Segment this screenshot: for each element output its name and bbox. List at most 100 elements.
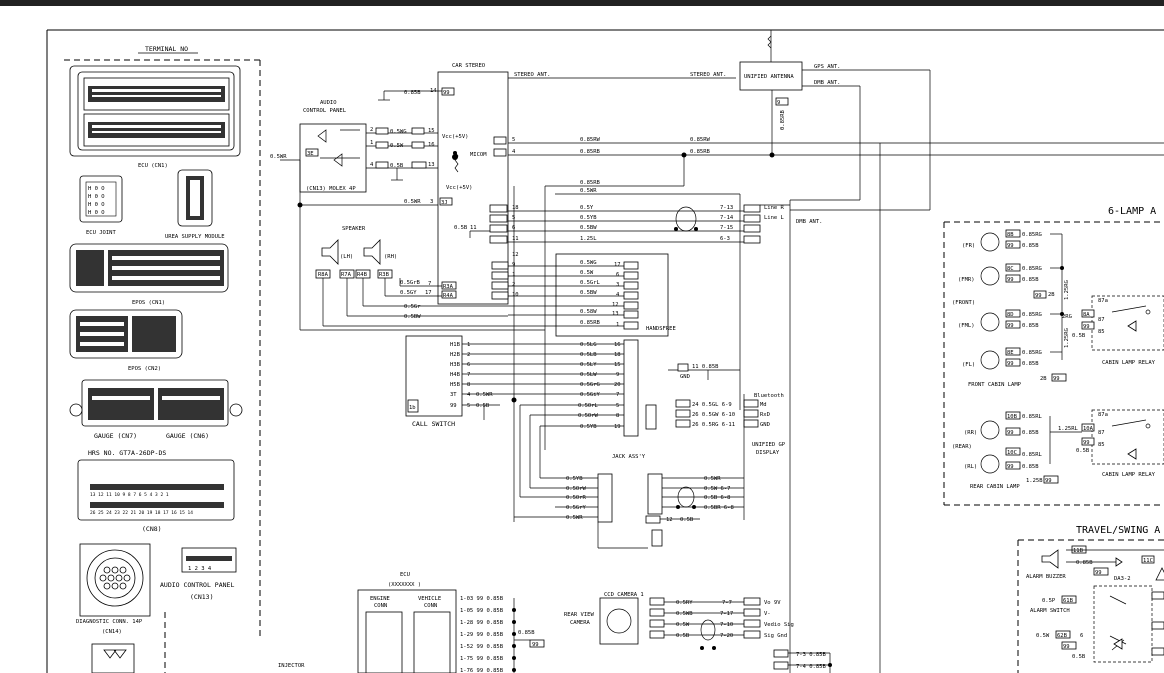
audio-panel-connector-label: AUDIO CONTROL PANEL xyxy=(160,581,234,589)
svg-text:26 0.5GW 6-10: 26 0.5GW 6-10 xyxy=(692,412,735,418)
alarm-switch-label: ALARM SWITCH xyxy=(1030,608,1070,614)
svg-text:8: 8 xyxy=(467,382,470,388)
wire-05wr: 0.5WR xyxy=(270,154,287,160)
svg-text:87a: 87a xyxy=(1098,298,1108,304)
svg-text:7: 7 xyxy=(467,372,470,378)
svg-text:3E: 3E xyxy=(307,151,314,157)
svg-text:0.5OrR: 0.5OrR xyxy=(566,495,587,501)
gauge-cn6-label: GAUGE (CN6) xyxy=(166,432,209,440)
wire-125rg: 1.25RG xyxy=(1064,280,1070,300)
svg-text:6: 6 xyxy=(467,362,470,368)
call-switch-label: CALL SWITCH xyxy=(412,420,455,428)
svg-text:H 0 O: H 0 O xyxy=(88,186,105,192)
wire-125rl: 1.25RL xyxy=(1058,426,1079,432)
svg-text:V-: V- xyxy=(764,611,771,617)
wire-05b-4: 0.5B xyxy=(1072,654,1086,660)
micom-label: MICOM xyxy=(470,152,487,158)
svg-text:6: 6 xyxy=(616,272,619,278)
svg-text:7-17: 7-17 xyxy=(720,611,733,617)
wire-05wr-3: 0.5WR xyxy=(580,188,597,194)
svg-text:7: 7 xyxy=(428,281,431,287)
six-lamp-label: 6-LAMP A xyxy=(1108,206,1156,217)
wire-05bw-3: 0.5BW xyxy=(404,314,421,320)
svg-text:2: 2 xyxy=(370,127,373,133)
wire-05orw: 0.5OrW xyxy=(578,413,599,419)
stereo-ant-label-2: STEREO ANT. xyxy=(690,72,726,78)
svg-text:0.85RG: 0.85RG xyxy=(1022,266,1042,272)
diagnostic-connector: DIAGNOSTIC CONN. 14P (CN14) xyxy=(76,543,151,673)
top-border xyxy=(0,0,1164,6)
wire-085rw-2: 0.85RW xyxy=(690,137,711,143)
lamp-fml-icon xyxy=(980,312,1000,332)
cn8-bottom-pins: 26 25 24 23 22 21 20 19 18 17 16 15 14 xyxy=(90,510,193,516)
wire-05grg: 0.5GrG xyxy=(580,382,600,388)
wire-05wb: 0.5WB xyxy=(676,611,693,617)
svg-text:Md: Md xyxy=(760,402,767,408)
svg-text:3T: 3T xyxy=(450,392,457,398)
line-l-label: Line L xyxy=(764,215,785,221)
svg-text:1: 1 xyxy=(467,342,470,348)
svg-text:8E: 8E xyxy=(1007,350,1014,356)
travel-swing-section: TRAVEL/SWING A ALARM BUZZER 11B 0.85B 99… xyxy=(1017,525,1164,673)
audio-label-1: AUDIO xyxy=(320,100,337,106)
svg-text:99: 99 xyxy=(1007,243,1014,249)
svg-text:H 0 O: H 0 O xyxy=(88,210,105,216)
ecu-joint-connector: H 0 O H 0 O H 0 O H 0 O ECU JOINT xyxy=(79,175,123,236)
svg-text:6: 6 xyxy=(1080,633,1083,639)
svg-text:87: 87 xyxy=(1098,317,1105,323)
wire-05grb: 0.5GrB xyxy=(400,280,421,286)
wire-125b: 1.25B xyxy=(1026,478,1043,484)
svg-text:8D: 8D xyxy=(1007,312,1014,318)
svg-text:5: 5 xyxy=(616,403,619,409)
wire-05p: 0.5P xyxy=(1042,598,1056,604)
svg-text:85: 85 xyxy=(1098,442,1105,448)
svg-text:99: 99 xyxy=(1007,277,1014,283)
car-stereo-label: CAR STEREO xyxy=(452,63,485,69)
svg-text:24 0.5GL 6-9: 24 0.5GL 6-9 xyxy=(692,402,732,408)
travel-swing-label: TRAVEL/SWING A xyxy=(1076,525,1160,536)
svg-text:2B: 2B xyxy=(1048,292,1055,298)
lamp-fl-icon xyxy=(980,350,1000,370)
svg-text:R7A: R7A xyxy=(341,272,352,278)
cn8-top-pins: 13 12 11 10 9 8 7 6 5 4 3 2 1 xyxy=(90,492,169,498)
wire-085rg: 0.85RG xyxy=(1022,232,1042,238)
svg-text:0.5W 6-7: 0.5W 6-7 xyxy=(704,486,731,492)
wire-085rw: 0.85RW xyxy=(580,137,601,143)
svg-text:6-3: 6-3 xyxy=(720,236,730,242)
front-relay: 87a 87 85 8A 99 0.5B CABIN LAMP RELAY xyxy=(1072,295,1164,366)
svg-text:99: 99 xyxy=(1083,324,1090,330)
svg-text:12: 12 xyxy=(666,517,673,523)
svg-text:0.85B: 0.85B xyxy=(1022,277,1039,283)
svg-text:87a: 87a xyxy=(1098,412,1108,418)
wire-085rb-3: 0.85RB xyxy=(580,180,601,186)
wire-05b-3: 0.5B xyxy=(676,633,690,639)
svg-text:4: 4 xyxy=(467,392,471,398)
svg-text:12: 12 xyxy=(512,252,519,258)
svg-text:0.85B: 0.85B xyxy=(1022,323,1039,329)
svg-text:20: 20 xyxy=(614,382,621,388)
svg-text:3: 3 xyxy=(616,282,619,288)
svg-text:0.5OrW: 0.5OrW xyxy=(566,486,587,492)
wire-085rb: 0.85RB xyxy=(580,149,601,155)
svg-text:1b: 1b xyxy=(409,405,416,411)
svg-text:99: 99 xyxy=(1007,430,1014,436)
wire-05gr: 0.5Gr xyxy=(404,304,421,310)
wire-085rb-2: 0.85RB xyxy=(690,149,711,155)
car-stereo-section: CAR STEREO Vcc(+5V) MICOM Vcc(+5V) 99 0.… xyxy=(270,30,1164,673)
cn13-pins: 1 2 3 4 xyxy=(188,566,212,572)
wire-05wr-2: 0.5WR xyxy=(404,199,421,205)
gauge-connectors: GAUGE (CN7) GAUGE (CN6) xyxy=(69,379,243,440)
wire-05ly: 0.5LY xyxy=(580,362,597,368)
svg-text:H5B: H5B xyxy=(450,382,461,388)
svg-text:7-13: 7-13 xyxy=(720,205,733,211)
rear-view-label-1: REAR VIEW xyxy=(564,612,594,618)
wire-05b-2: 0.5B xyxy=(476,403,490,409)
svg-text:99: 99 xyxy=(450,403,457,409)
svg-text:11 0.85B: 11 0.85B xyxy=(692,364,719,370)
wire-085b-3: 0.85B xyxy=(1022,243,1039,249)
gnd-label: GND xyxy=(680,374,690,380)
svg-text:0.85B: 0.85B xyxy=(1022,361,1039,367)
svg-text:99: 99 xyxy=(532,642,539,648)
svg-text:5: 5 xyxy=(467,403,470,409)
